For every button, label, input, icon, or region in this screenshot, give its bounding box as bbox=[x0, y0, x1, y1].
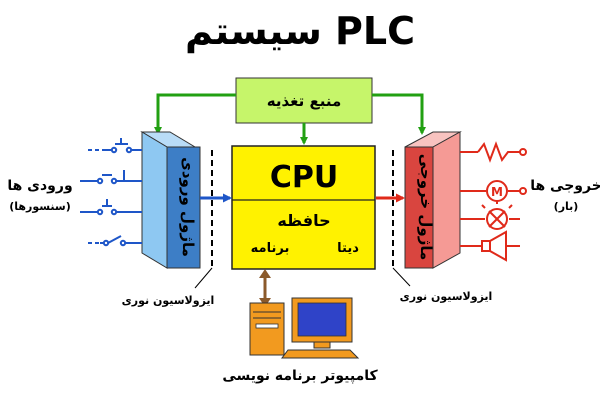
program-label: برنامه bbox=[251, 241, 290, 256]
input-switches bbox=[80, 138, 142, 247]
inputs-label: ورودی ها bbox=[7, 178, 72, 194]
cpu-block: CPU حافظه دیتا برنامه bbox=[231, 145, 376, 270]
power-line-to-input bbox=[154, 93, 236, 135]
data-label: دیتا bbox=[337, 241, 359, 256]
input-module-side bbox=[166, 146, 201, 269]
outputs-sublabel: (بار) bbox=[554, 200, 579, 213]
heater-load bbox=[460, 141, 527, 163]
cpu-label: CPU bbox=[270, 160, 338, 195]
isolation-label-right: ایزولاسیون نوری bbox=[400, 290, 493, 303]
power-supply-block: منبع تغذیه bbox=[235, 77, 373, 124]
computer-keyboard bbox=[281, 349, 360, 359]
switch-4 bbox=[88, 235, 142, 247]
power-line-to-output bbox=[372, 93, 426, 135]
switch-1 bbox=[88, 138, 142, 154]
computer-monitor bbox=[291, 297, 353, 349]
output-module-side bbox=[404, 146, 434, 269]
computer-tower bbox=[249, 302, 285, 356]
computer-label: کامپیوتر برنامه نویسی bbox=[222, 368, 378, 384]
lamp-load bbox=[460, 200, 520, 230]
input-module-label: ماژول ورودی bbox=[179, 157, 197, 257]
isolation-pointer-right bbox=[392, 267, 411, 287]
diagram-title: سیستم PLC bbox=[185, 9, 415, 54]
inputs-sublabel: (سنسورها) bbox=[9, 200, 71, 213]
cpu-box bbox=[231, 145, 376, 270]
switch-2 bbox=[80, 170, 142, 185]
power-supply-box bbox=[235, 77, 373, 124]
programming-computer bbox=[249, 297, 360, 359]
output-module-front bbox=[432, 131, 461, 269]
isolation-pointer-left bbox=[194, 267, 213, 289]
output-module-label: ماژول خروجی bbox=[417, 154, 435, 261]
input-module-front bbox=[141, 131, 168, 269]
power-lines bbox=[154, 93, 426, 145]
isolation-label-left: ایزولاسیون نوری bbox=[122, 294, 215, 307]
switch-3 bbox=[80, 199, 142, 216]
link-arrow-up bbox=[259, 269, 271, 278]
output-loads bbox=[460, 141, 527, 262]
motor-letter: M bbox=[491, 185, 503, 199]
memory-label: حافظه bbox=[277, 211, 330, 230]
input-module: ماژول ورودی bbox=[140, 131, 201, 269]
outputs-label: خروجی ها bbox=[530, 178, 600, 194]
horn-load bbox=[460, 230, 520, 262]
power-supply-label: منبع تغذیه bbox=[267, 92, 342, 110]
output-module: ماژول خروجی bbox=[404, 131, 462, 269]
computer-screen bbox=[297, 302, 347, 337]
